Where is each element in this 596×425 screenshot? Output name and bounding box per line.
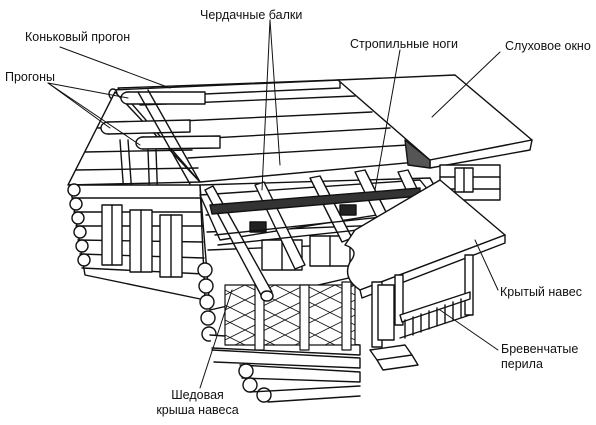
lattice-panel (224, 281, 356, 351)
front-gable (67, 89, 221, 206)
label-covered-porch: Крытый навес (500, 285, 582, 299)
label-attic-beams: Чердачные балки (200, 8, 303, 22)
porch (369, 254, 474, 371)
log-railing (399, 291, 471, 323)
label-log-railing-line2: перила (501, 357, 543, 371)
label-rafter-legs: Стропильные ноги (350, 37, 458, 51)
leader-lines (47, 19, 501, 389)
label-dormer: Слуховое окно (505, 39, 591, 53)
label-purlins: Прогоны (5, 70, 56, 84)
shed-roof-rafters (199, 169, 441, 302)
porch-steps (369, 344, 419, 371)
label-shed-roof-line1: Шедовая (171, 388, 224, 402)
label-shed-roof-line2: крыша навеса (156, 403, 239, 417)
label-log-railing-line1: Бревенчатые (501, 342, 579, 356)
left-log-wall (67, 183, 206, 301)
label-ridge-purlin: Коньковый прогон (25, 30, 131, 44)
